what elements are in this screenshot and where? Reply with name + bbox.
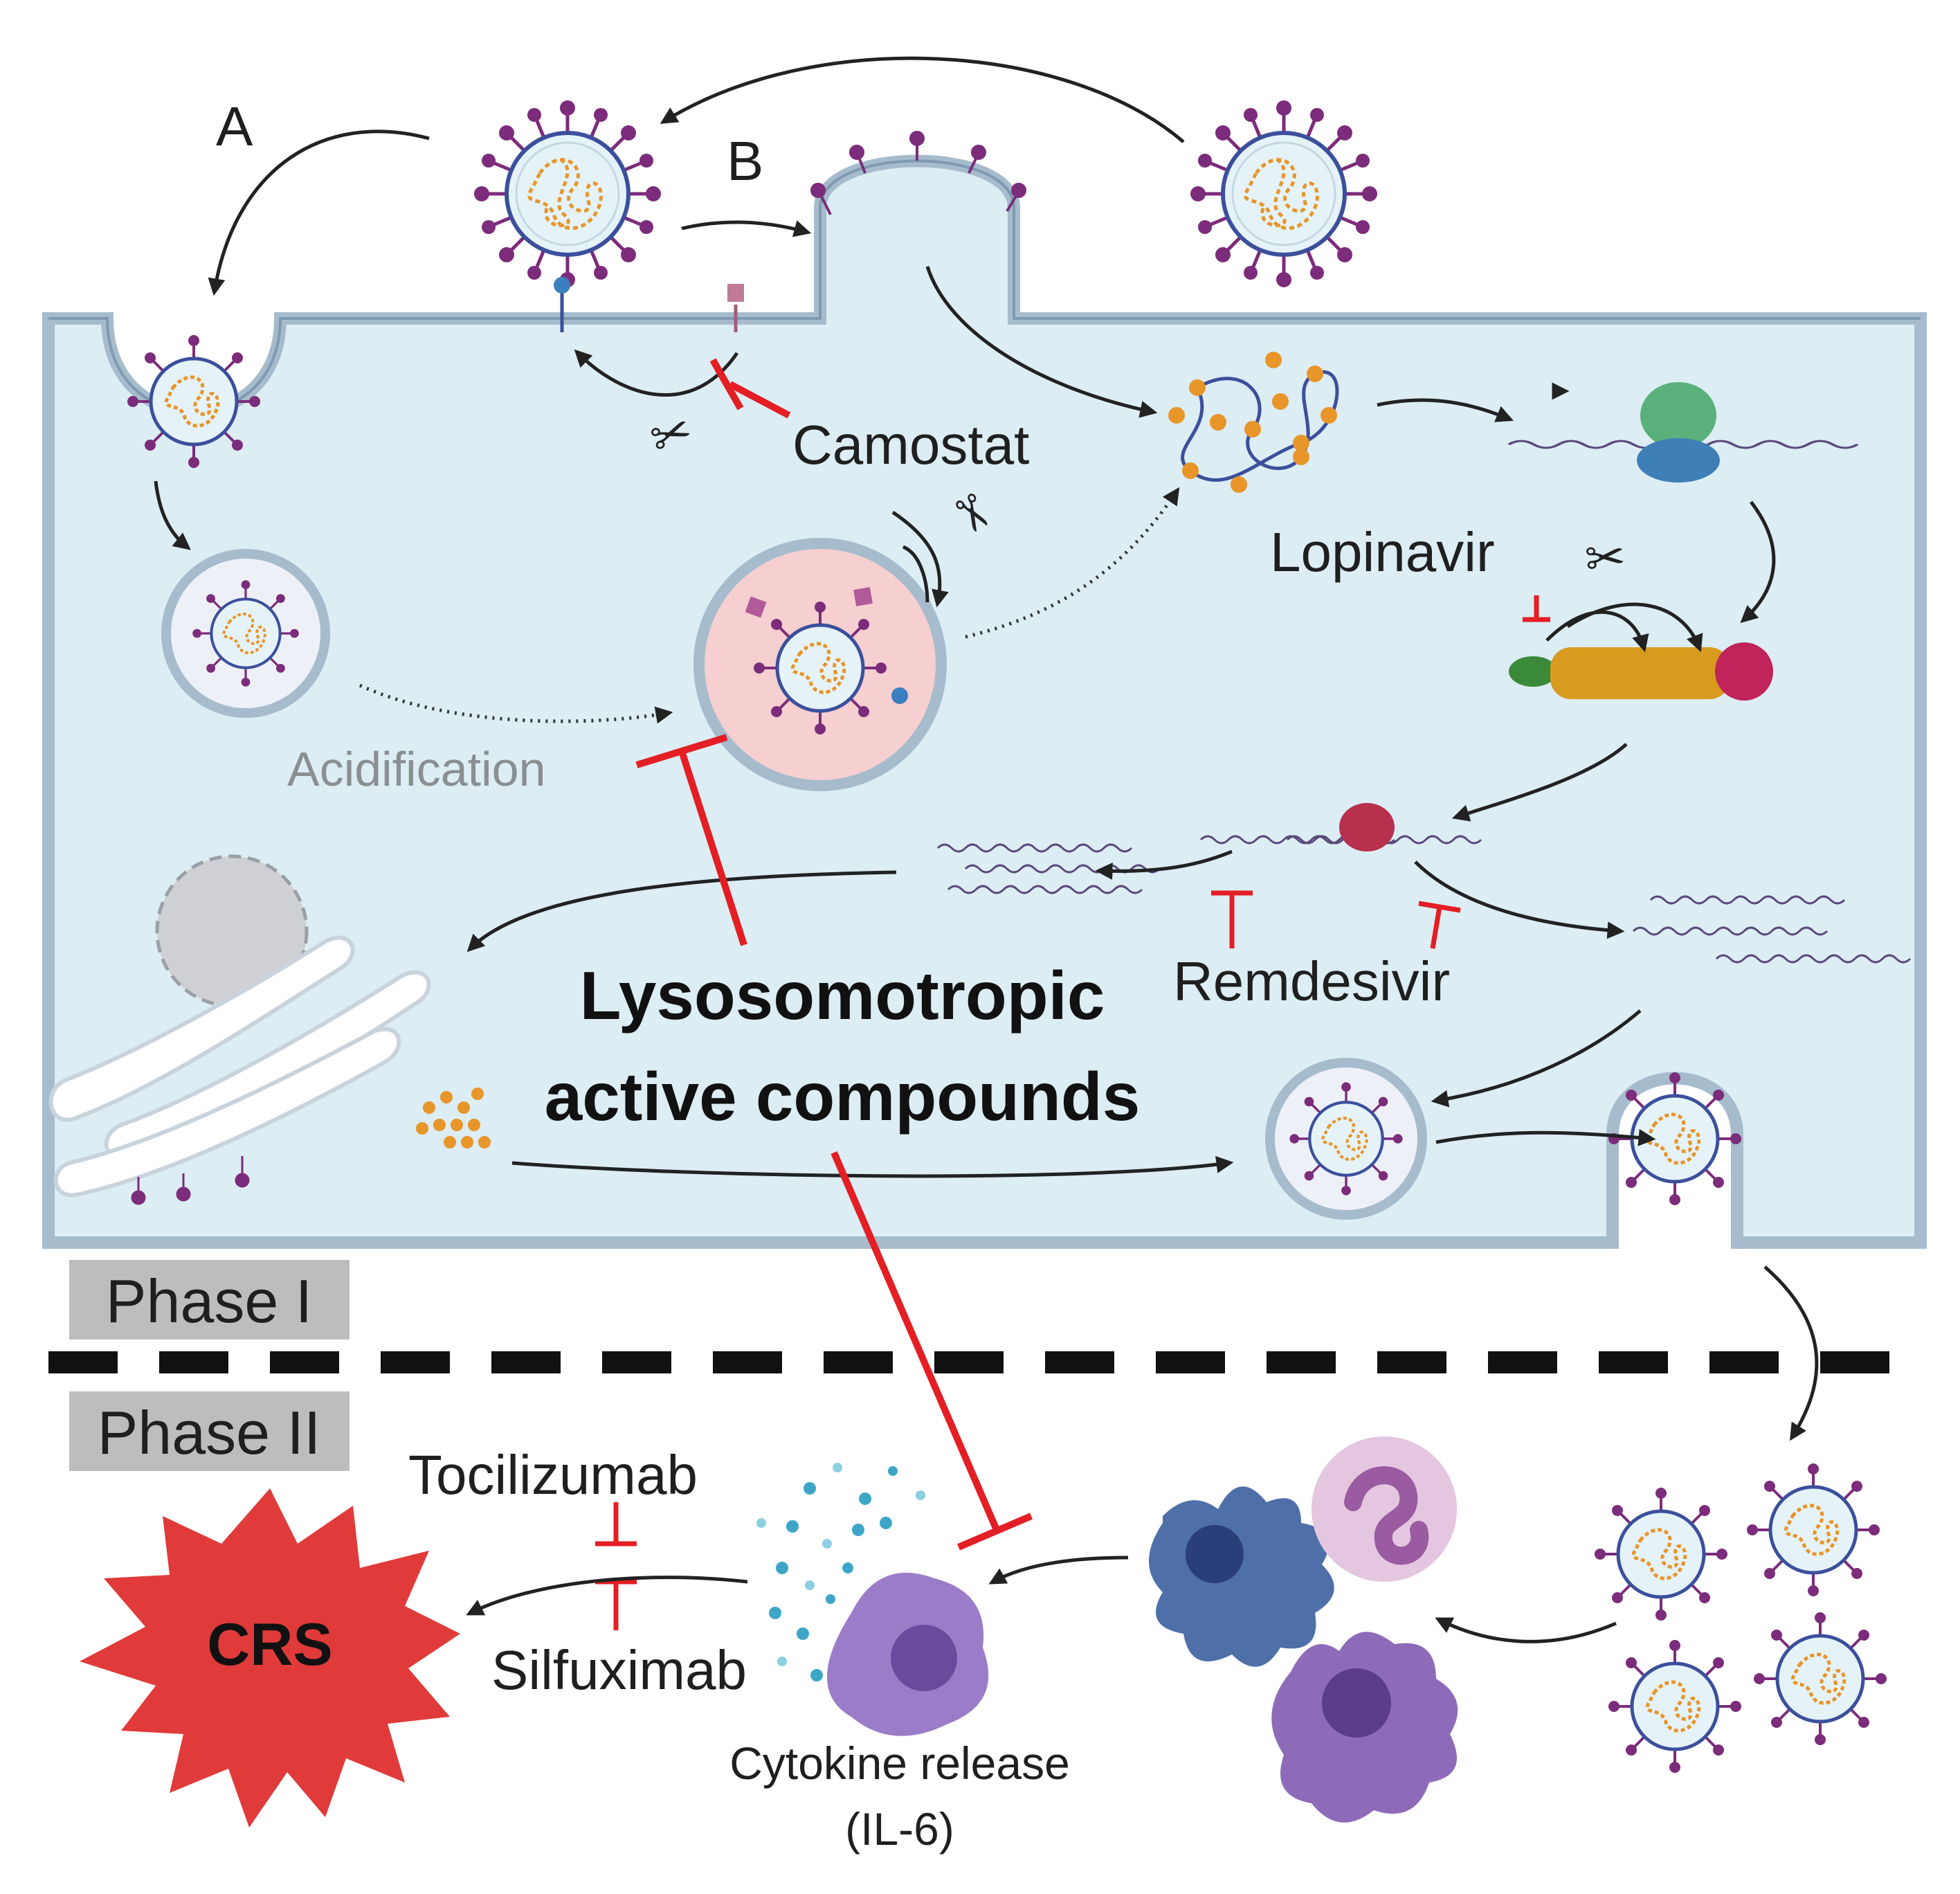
late-endosome — [693, 538, 947, 791]
cytokine-to-crs-arrow — [466, 1576, 748, 1616]
release-arrow — [1763, 1265, 1819, 1441]
labels: A B Camostat Lopinavir Acidification Rem… — [98, 96, 1495, 1855]
viral-genome — [1168, 352, 1339, 493]
label-phase1: Phase I — [106, 1267, 312, 1335]
camostat-inhibit-line — [728, 381, 791, 419]
endocytosed-virion — [127, 335, 260, 468]
label-lopinavir: Lopinavir — [1270, 521, 1495, 583]
label-acidification: Acidification — [287, 742, 546, 796]
crs-burst — [80, 1488, 460, 1828]
label-lysosomotropic: Lysosomotropic — [580, 957, 1105, 1034]
pathway-arrows — [154, 56, 1776, 1178]
label-route-a: A — [216, 96, 253, 157]
replication-complex — [936, 803, 1912, 964]
inhibition-marks — [595, 358, 1550, 1630]
lyso-inhibit-cytokine-line — [831, 1151, 1000, 1531]
label-phase2: Phase II — [98, 1398, 321, 1467]
immune-cells — [1149, 1436, 1458, 1823]
protein-cluster — [416, 1088, 491, 1148]
ace2-receptor — [554, 277, 570, 332]
neutrophil — [1312, 1436, 1457, 1582]
label-cytokine-release: Cytokine release — [729, 1738, 1070, 1789]
label-route-b: B — [727, 130, 763, 192]
golgi-er — [48, 935, 431, 1198]
label-active-compounds: active compounds — [545, 1058, 1140, 1135]
early-endosome — [161, 549, 330, 718]
remdesivir-inhibit-right — [1430, 906, 1442, 949]
assembly-vesicle — [1265, 1058, 1427, 1220]
membrane-spikes — [810, 131, 1026, 215]
label-tocilizumab: Tocilizumab — [408, 1444, 698, 1506]
virion-free — [1190, 100, 1377, 287]
virion-binding — [474, 100, 661, 287]
phase1-box — [69, 1260, 350, 1340]
dendritic-cell — [1149, 1486, 1334, 1667]
svg-text:✂: ✂ — [1583, 528, 1628, 588]
phase-separator — [48, 1260, 1924, 1471]
virions-to-immune-arrow — [1435, 1617, 1617, 1643]
immune-to-cytokine-arrow — [988, 1555, 1129, 1585]
exocytosis-virion — [1608, 1072, 1741, 1205]
translation — [1509, 382, 1858, 482]
lyso-inhibit-endosome-line — [678, 750, 747, 946]
golgi-spikes — [131, 1156, 250, 1205]
tmprss2-protease — [727, 284, 744, 332]
phase2-box — [69, 1391, 350, 1471]
label-camostat: Camostat — [792, 414, 1029, 476]
label-silfuximab: Silfuximab — [491, 1639, 747, 1701]
cytokine-dots — [756, 1463, 925, 1681]
label-il6: (IL-6) — [845, 1803, 954, 1855]
label-crs: CRS — [207, 1612, 333, 1678]
macrophage — [1271, 1632, 1458, 1823]
label-remdesivir: Remdesivir — [1173, 950, 1450, 1012]
polyprotein — [1509, 642, 1773, 701]
cytokine-cell — [827, 1572, 989, 1736]
released-virions — [1595, 1463, 1887, 1773]
